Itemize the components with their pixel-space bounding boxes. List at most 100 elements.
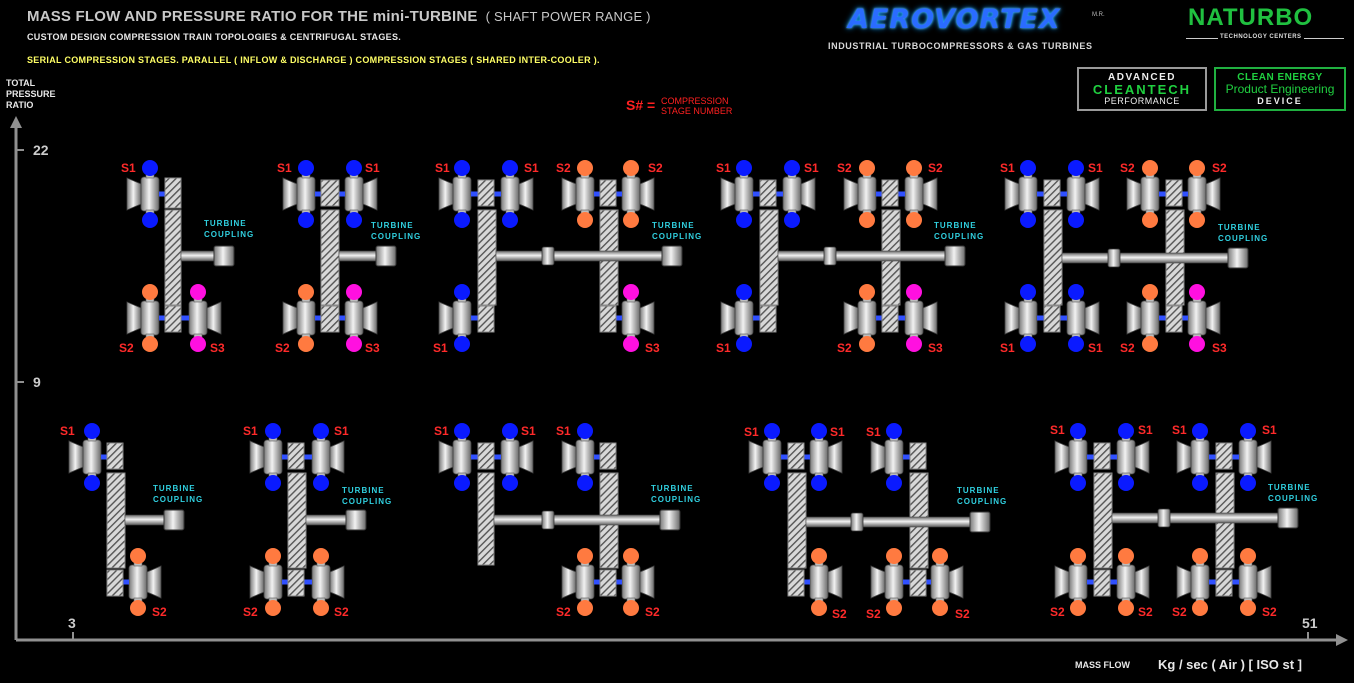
stage-port-circle (577, 475, 593, 491)
stage-inlet (1176, 565, 1192, 599)
stage-inlet (561, 440, 577, 474)
stage-port-circle (1020, 336, 1036, 352)
stage-inlet (827, 565, 843, 599)
stage-port-circle (932, 548, 948, 564)
stage-shaft-stub (282, 579, 292, 585)
stage-housing (188, 300, 208, 336)
compressor-stage (1178, 160, 1221, 228)
compressor-stage (921, 548, 964, 616)
stage-port-circle (859, 336, 875, 352)
gearbox (759, 179, 777, 207)
stage-port-circle (811, 548, 827, 564)
stage-port-circle (906, 160, 922, 176)
stage-port-circle (811, 475, 827, 491)
gearbox (1043, 209, 1063, 306)
stage-housing (1068, 564, 1088, 600)
compressor-stage (302, 548, 345, 616)
compressor-stage (1054, 423, 1097, 491)
compressor-stage (612, 548, 655, 616)
stage-housing (575, 176, 595, 212)
stage-port-circle (454, 284, 470, 300)
y-axis-label: TOTAL PRESSURE RATIO (6, 78, 56, 111)
stage-number-label: S1 (434, 424, 449, 438)
stage-inlet (870, 440, 886, 474)
turbine-shaft (495, 250, 676, 262)
stage-shaft-stub (800, 579, 810, 585)
stage-port-circle (130, 600, 146, 616)
stage-inlet (249, 440, 265, 474)
stage-shaft-stub (1159, 191, 1169, 197)
stage-housing (82, 439, 102, 475)
stage-inlet (282, 177, 298, 211)
gearbox (477, 209, 497, 306)
stage-inlet (1205, 177, 1221, 211)
stage-housing (1140, 176, 1160, 212)
stage-number-label: S1 (1138, 423, 1153, 437)
stage-inlet (1004, 177, 1020, 211)
stage-housing (734, 300, 754, 336)
stage-port-circle (1142, 284, 1158, 300)
shaft-end-coupling (375, 245, 397, 267)
turbine-coupling-label: TURBINE (342, 486, 385, 495)
gearbox (909, 569, 927, 597)
stage-inlet (126, 177, 142, 211)
turbine-coupling-label: TURBINE (652, 221, 695, 230)
stage-port-circle (623, 284, 639, 300)
stage-port-circle (454, 212, 470, 228)
stage-number-label: S1 (243, 424, 258, 438)
stage-port-circle (346, 212, 362, 228)
stage-port-circle (142, 212, 158, 228)
stage-port-circle (1192, 548, 1208, 564)
shaft-end-coupling (163, 509, 185, 531)
trademark-mark: M.R. (1092, 12, 1105, 18)
stage-inlet (438, 440, 454, 474)
stage-inlet (870, 565, 886, 599)
turbine-coupling-label: TURBINE (153, 484, 196, 493)
stage-port-circle (502, 423, 518, 439)
stage-inlet (843, 177, 859, 211)
legend-text: COMPRESSION STAGE NUMBER (661, 96, 732, 116)
y-label-line: TOTAL (6, 78, 36, 88)
stage-shaft-stub (335, 191, 345, 197)
stage-housing (904, 300, 924, 336)
stage-port-circle (1142, 336, 1158, 352)
stage-shaft-stub (753, 191, 763, 197)
stage-port-circle (577, 212, 593, 228)
stage-port-circle (1070, 548, 1086, 564)
stage-inlet (922, 301, 938, 335)
shaft-end-coupling (213, 245, 235, 267)
turbine-coupling-label: COUPLING (1218, 234, 1268, 243)
stage-inlet (282, 301, 298, 335)
naturbo-logo: NATURBO (1188, 4, 1314, 31)
stage-number-label: S2 (1138, 605, 1153, 619)
stage-inlet (1126, 177, 1142, 211)
gearbox (599, 569, 617, 597)
stage-shaft-stub (315, 191, 325, 197)
stage-housing (296, 300, 316, 336)
gearbox (1043, 305, 1061, 333)
compressor-stage (1004, 160, 1047, 228)
stage-shaft-stub (491, 454, 501, 460)
stage-inlet (561, 565, 577, 599)
stage-number-label: S1 (435, 161, 450, 175)
stage-inlet (126, 301, 142, 335)
stage-shaft-stub (876, 191, 886, 197)
shaft-end-coupling (659, 509, 681, 531)
stage-port-circle (784, 160, 800, 176)
stage-shaft-stub (903, 454, 913, 460)
stage-port-circle (265, 475, 281, 491)
stage-port-circle (190, 336, 206, 352)
shaft-end-coupling (969, 511, 991, 533)
stage-shaft-stub (471, 191, 481, 197)
stage-port-circle (1068, 160, 1084, 176)
stage-number-label: S2 (1120, 341, 1135, 355)
turbine-shaft (805, 516, 986, 528)
stage-housing (1018, 300, 1038, 336)
stage-housing (621, 564, 641, 600)
stage-number-label: S1 (121, 161, 136, 175)
compressor-stage (1057, 160, 1100, 228)
stage-housing (621, 176, 641, 212)
stage-housing (621, 300, 641, 336)
compressor-stage (561, 160, 604, 228)
